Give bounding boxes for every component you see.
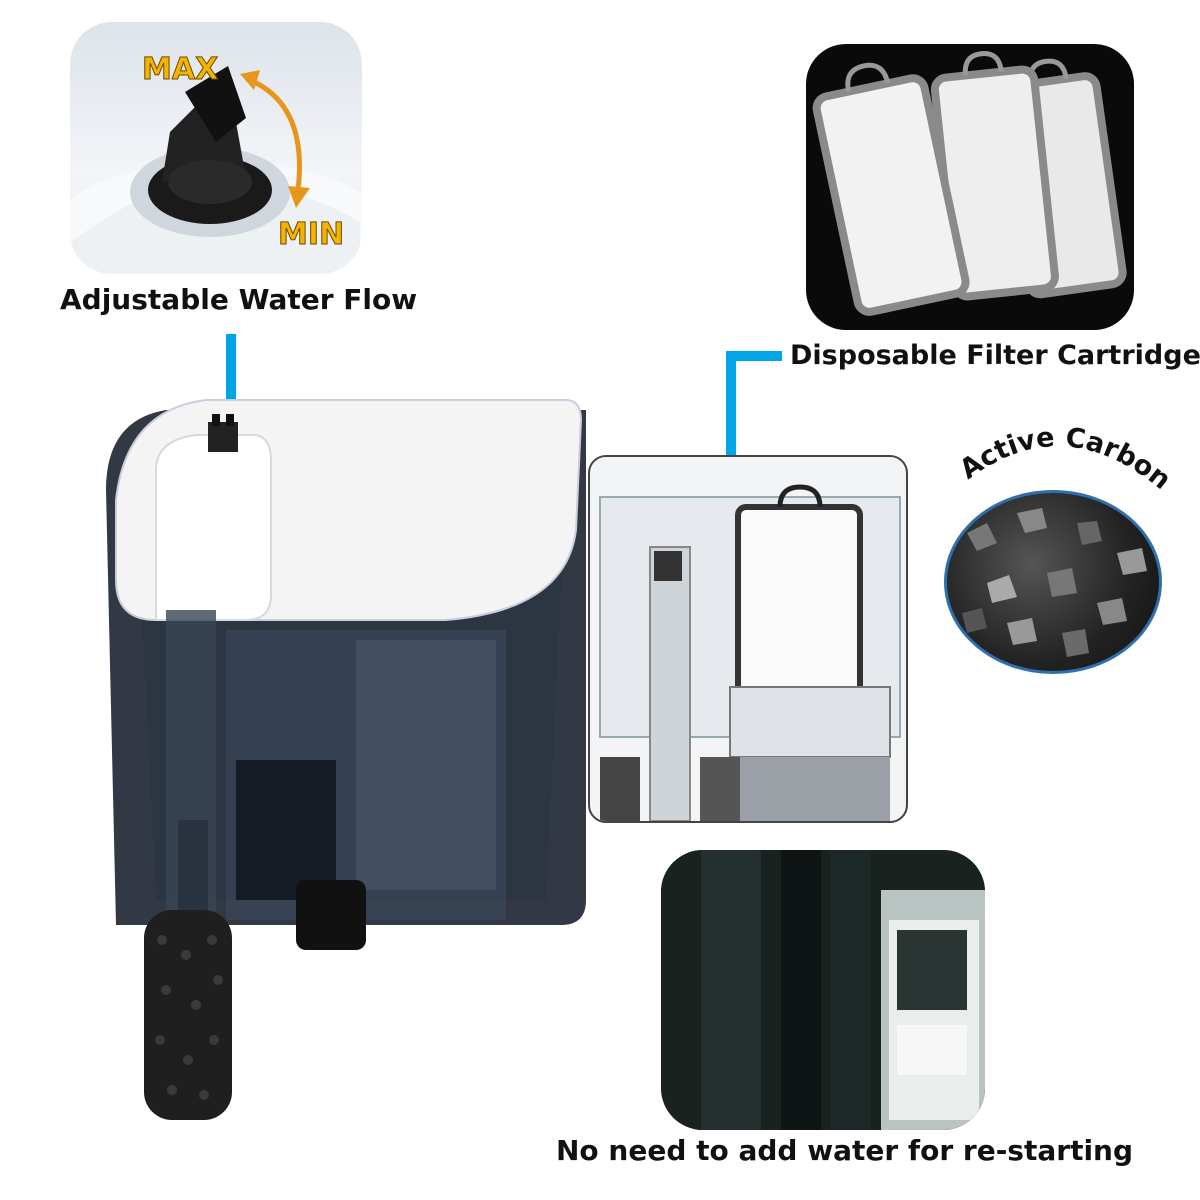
- filter-cartridges-illustration: [812, 51, 1127, 316]
- disposable-filter-cartridge-caption: Disposable Filter Cartridge: [790, 340, 1200, 371]
- max-label: MAX: [141, 52, 219, 88]
- svg-text:Active Carbon: Active Carbon: [954, 422, 1176, 496]
- filter-cartridges-card: [806, 44, 1134, 330]
- min-label: MIN: [277, 217, 345, 253]
- hang-on-filter-product: [106, 399, 586, 1120]
- flow-direction-arrow-icon: [240, 70, 310, 208]
- active-carbon-circle: [944, 490, 1162, 674]
- flow-knob-illustration: [70, 66, 362, 274]
- filter-interior-card: [588, 455, 908, 823]
- filter-interior-illustration: [599, 484, 901, 821]
- flow-knob-card: MAX MIN: [70, 22, 362, 274]
- cartridge-leader-vertical: [726, 351, 736, 457]
- cartridge-leader-horizontal: [726, 351, 782, 361]
- carbon-granules-illustration: [962, 508, 1147, 657]
- flow-leader-line: [226, 334, 236, 426]
- restart-water-card: [661, 850, 985, 1130]
- no-need-to-add-water-caption: No need to add water for re-starting: [556, 1134, 1134, 1167]
- active-carbon-text: Active Carbon: [954, 422, 1176, 496]
- restart-water-illustration: [661, 850, 985, 1130]
- adjustable-water-flow-caption: Adjustable Water Flow: [60, 283, 418, 316]
- active-carbon-arc-label: Active Carbon: [954, 422, 1176, 496]
